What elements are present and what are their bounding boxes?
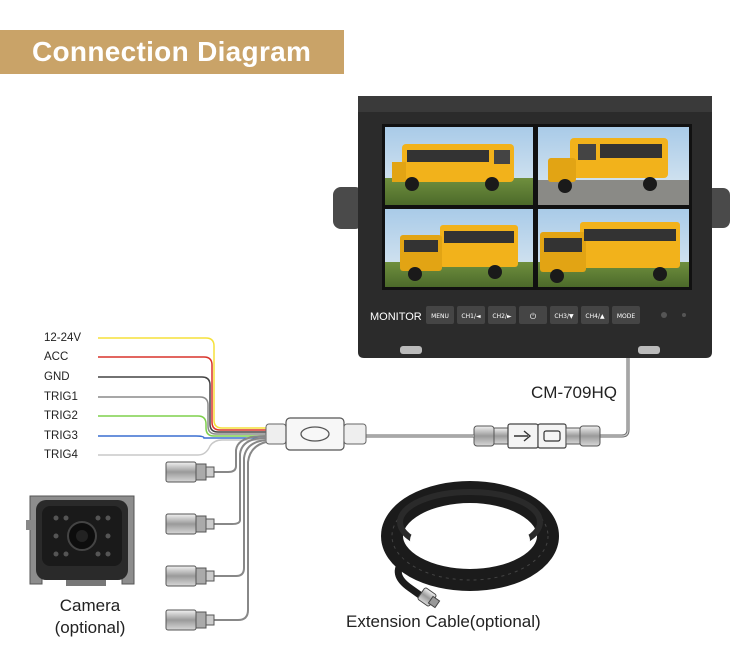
header-banner: Connection Diagram xyxy=(0,30,344,74)
menu-button-label: MENU xyxy=(431,313,449,320)
ch2-button-label: CH2/► xyxy=(492,313,512,320)
camera-input-connector-3 xyxy=(165,565,215,587)
led-icon xyxy=(682,313,686,317)
backup-camera xyxy=(26,495,135,586)
camera-label-line2: (optional) xyxy=(54,618,126,637)
monitor-brand-text: MONITOR xyxy=(370,311,422,323)
camera-branch-cables xyxy=(212,435,267,621)
camera-view-3 xyxy=(385,209,533,287)
power-icon: ⏻ xyxy=(530,312,537,321)
ch4-button-label: CH4/▲ xyxy=(585,313,605,320)
camera-label: Camera (optional) xyxy=(40,595,140,639)
camera-view-1 xyxy=(385,127,533,205)
monitor-power-button[interactable]: ⏻ xyxy=(519,306,547,324)
camera-view-2 xyxy=(538,127,689,205)
wire-label-trig3: TRIG3 xyxy=(44,430,78,442)
power-wires xyxy=(98,337,270,456)
monitor-model-label: CM-709HQ xyxy=(531,383,617,402)
mode-button-label: MODE xyxy=(617,313,636,320)
harness-hub xyxy=(265,417,367,451)
wire-label-trig1: TRIG1 xyxy=(44,391,78,403)
wire-label-trig2: TRIG2 xyxy=(44,410,78,422)
wire-label-gnd: GND xyxy=(44,371,70,383)
extension-cable-label: Extension Cable(optional) xyxy=(346,612,541,631)
monitor-mode-button[interactable]: MODE xyxy=(612,306,640,324)
monitor-ch4-button[interactable]: CH4/▲ xyxy=(581,306,609,324)
wire-label-trig4: TRIG4 xyxy=(44,449,78,461)
extension-cable-coil xyxy=(381,481,559,609)
camera-input-connector-1 xyxy=(165,461,215,483)
aviation-connector xyxy=(473,423,601,449)
sensor-icon xyxy=(661,312,667,318)
wire-label-acc: ACC xyxy=(44,351,69,363)
camera-input-connector-4 xyxy=(165,609,215,631)
monitor-bracket-left xyxy=(333,187,363,229)
camera-input-connector-2 xyxy=(165,513,215,535)
mount-clip-right xyxy=(638,346,660,354)
monitor-ch1-button[interactable]: CH1/◄ xyxy=(457,306,485,324)
monitor: MONITOR MENU CH1/◄ CH2/► ⏻ CH3/▼ CH4/▲ M… xyxy=(333,96,730,358)
camera-label-line1: Camera xyxy=(59,596,121,615)
wire-label-12-24v: 12-24V xyxy=(44,332,82,344)
page-title: Connection Diagram xyxy=(32,36,312,67)
mount-clip-left xyxy=(400,346,422,354)
camera-view-4 xyxy=(538,209,689,287)
ch3-button-label: CH3/▼ xyxy=(554,313,574,320)
monitor-ch3-button[interactable]: CH3/▼ xyxy=(550,306,578,324)
ch1-button-label: CH1/◄ xyxy=(461,313,481,320)
monitor-ch2-button[interactable]: CH2/► xyxy=(488,306,516,324)
monitor-menu-button[interactable]: MENU xyxy=(426,306,454,324)
